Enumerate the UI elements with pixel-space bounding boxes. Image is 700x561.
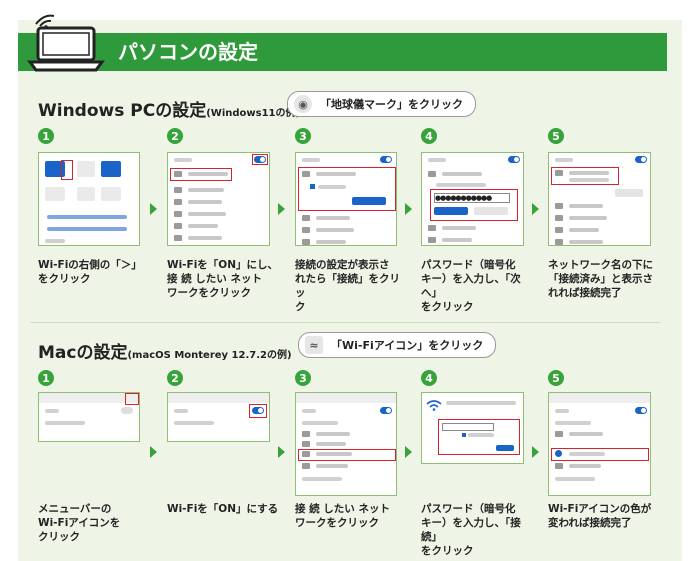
arrow-right-icon	[150, 203, 157, 215]
windows-step-2-screenshot	[167, 152, 270, 246]
windows-step-caption: ネットワーク名の下に「接続済み」と表示されれば接続完了	[548, 259, 653, 299]
windows-step-5-screenshot	[548, 152, 651, 246]
mac-step-number: 5	[548, 370, 564, 386]
wifi-icon	[426, 400, 442, 411]
arrow-right-icon	[278, 446, 285, 458]
windows-step-caption: 接続の設定が表示されたら「接続」をクリック	[295, 259, 400, 313]
mac-step-caption: 接 続 したい ネットワークをクリック	[295, 503, 390, 529]
mac-section-title: Macの設定(macOS Monterey 12.7.2の例)	[38, 343, 292, 363]
mac-step-number: 4	[421, 370, 437, 386]
mac-step-number: 1	[38, 370, 54, 386]
windows-step-4-screenshot: ●●●●●●●●●●●	[421, 152, 524, 246]
mac-hint-pill: ≈ 「Wi-Fiアイコン」をクリック	[298, 332, 497, 358]
page-title: パソコンの設定	[118, 40, 258, 64]
mac-step-caption: Wi-Fiを「ON」にする	[167, 503, 279, 515]
mac-step-caption: Wi-Fiアイコンの色が変われば接続完了	[548, 503, 652, 529]
arrow-right-icon	[405, 203, 412, 215]
windows-step-caption: Wi-Fiを「ON」にし、接 続 したい ネットワークをクリック	[167, 259, 279, 299]
mac-step-number: 3	[295, 370, 311, 386]
windows-step-caption: パスワード（暗号化キー）を入力し、「次へ」をクリック	[421, 259, 521, 313]
windows-step-number: 2	[167, 128, 183, 144]
laptop-wifi-icon	[27, 14, 105, 72]
arrow-right-icon	[150, 446, 157, 458]
mac-step-3-screenshot	[295, 392, 397, 496]
windows-section-title: Windows PCの設定(Windows11の例)	[38, 101, 301, 121]
mac-step-5-screenshot	[548, 392, 651, 496]
windows-step-3-screenshot	[295, 152, 397, 246]
mac-step-2-screenshot	[167, 392, 270, 442]
windows-step-caption: Wi-Fiの右側の「＞」をクリック	[38, 259, 142, 285]
arrow-right-icon	[278, 203, 285, 215]
windows-step-number: 3	[295, 128, 311, 144]
mac-step-1-screenshot	[38, 392, 140, 442]
windows-step-1-screenshot	[38, 152, 140, 246]
globe-icon: ◉	[294, 95, 312, 113]
arrow-right-icon	[532, 203, 539, 215]
windows-step-number: 4	[421, 128, 437, 144]
windows-hint-pill: ◉ 「地球儀マーク」をクリック	[287, 91, 476, 117]
windows-step-number: 5	[548, 128, 564, 144]
header-banner: パソコンの設定	[18, 33, 667, 71]
mac-step-number: 2	[167, 370, 183, 386]
windows-step-number: 1	[38, 128, 54, 144]
section-divider	[30, 322, 660, 323]
arrow-right-icon	[405, 446, 412, 458]
mac-step-caption: パスワード（暗号化キー）を入力し、「接続」をクリック	[421, 503, 521, 557]
arrow-right-icon	[532, 446, 539, 458]
mac-step-4-screenshot	[421, 392, 524, 464]
wifi-icon: ≈	[305, 336, 323, 354]
